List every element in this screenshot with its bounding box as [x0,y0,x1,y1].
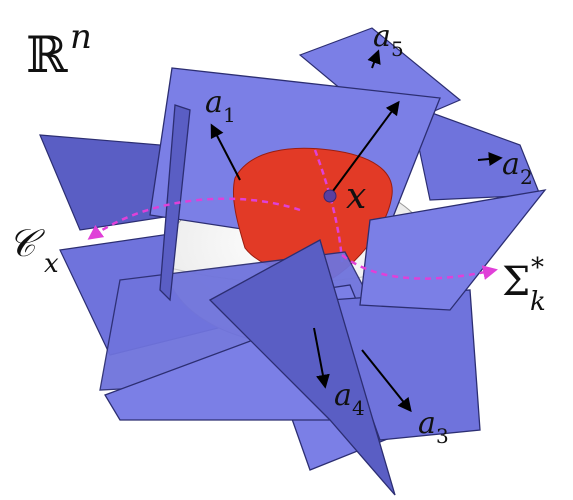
arrow-a4 [313,327,330,389]
label-sigma-sup: * [531,253,544,283]
arrow-a2 [477,152,503,166]
sigma-k-arc [313,149,344,263]
point-x [323,189,337,203]
label-a3: a [418,406,436,441]
label-a1: a [205,85,223,120]
label-cx-sub: x [44,249,59,279]
arrow-x [329,100,400,196]
label-a1-sub: 1 [223,103,236,127]
label-a5: a [373,19,391,54]
label-x: x [346,176,366,217]
label-a3-sub: 3 [436,424,449,448]
label-a4: a [334,378,352,413]
hyperplanes-front [99,104,547,496]
label-a2: a [502,147,520,182]
label-a5-sub: 5 [391,37,404,61]
arrow-a1 [210,123,241,181]
cx-curve [87,197,301,240]
label-a2-sub: 2 [520,165,533,189]
normal-vectors [210,49,503,413]
hyperplane-right [359,189,547,311]
arrow-a5 [367,49,381,69]
label-sigma-sub: k [530,287,546,317]
label-space-exponent: n [70,17,92,57]
label-cx: 𝒞 [8,221,45,265]
label-space: ℝ [26,26,68,84]
arrow-a3 [361,349,412,413]
label-a4-sub: 4 [352,396,365,420]
sigma-curve [341,254,498,280]
hyperplane-lower-shard [208,239,396,496]
label-sigma: Σ [502,259,530,305]
